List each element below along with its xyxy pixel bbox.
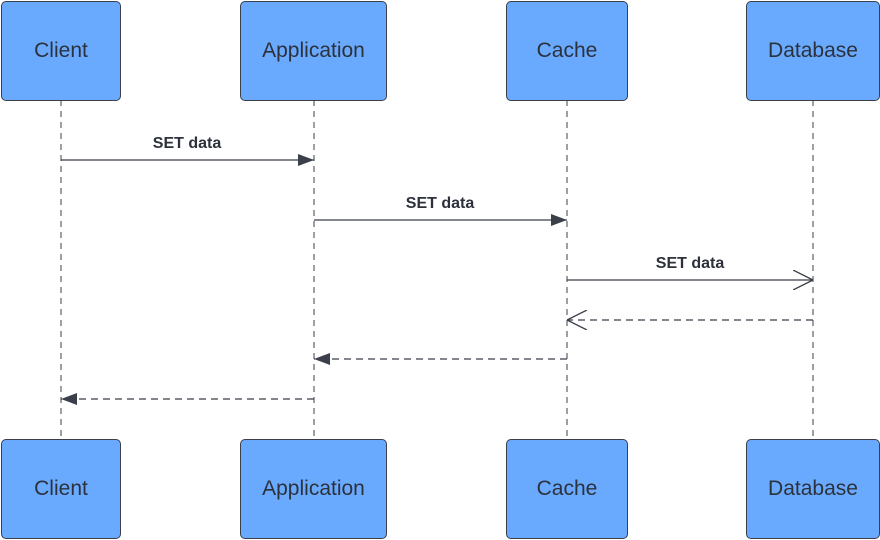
participant-application-bottom: Application — [240, 439, 387, 539]
participant-label: Cache — [536, 39, 598, 62]
participant-label: Application — [262, 477, 365, 500]
participant-label: Database — [768, 477, 858, 500]
message-label-2: SET data — [406, 195, 475, 212]
message-label-3: SET data — [656, 255, 725, 272]
participant-label: Application — [262, 39, 365, 62]
participant-cache-top: Cache — [506, 1, 628, 101]
participant-label: Client — [34, 39, 88, 62]
participant-label: Client — [34, 477, 88, 500]
participant-application-top: Application — [240, 1, 387, 101]
participant-database-bottom: Database — [746, 439, 880, 539]
participant-label: Database — [768, 39, 858, 62]
participant-cache-bottom: Cache — [506, 439, 628, 539]
participant-database-top: Database — [746, 1, 880, 101]
participant-client-bottom: Client — [1, 439, 121, 539]
message-label-1: SET data — [153, 135, 222, 152]
participant-label: Cache — [536, 477, 598, 500]
participant-client-top: Client — [1, 1, 121, 101]
